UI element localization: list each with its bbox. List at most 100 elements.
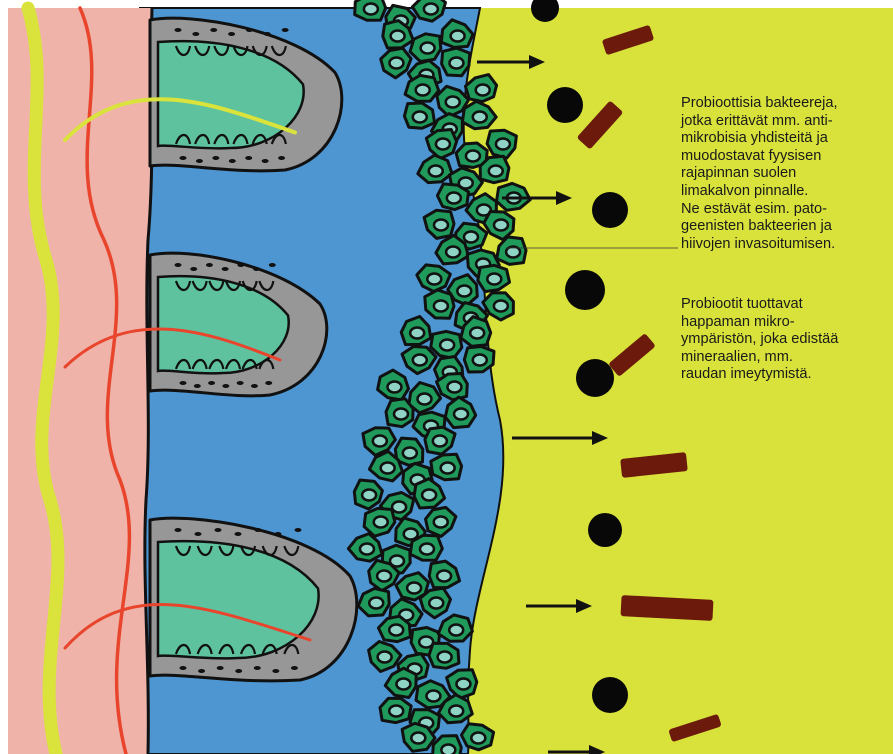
goblet-cell-speck bbox=[282, 28, 289, 32]
cell-nucleus bbox=[454, 409, 468, 420]
cell-nucleus bbox=[433, 436, 447, 447]
cell-nucleus bbox=[446, 97, 460, 108]
cell-nucleus bbox=[362, 490, 376, 501]
pathogen-cell-icon bbox=[565, 270, 605, 310]
caption-acidic-environment: Probiootit tuottavat happaman mikro- ymp… bbox=[681, 296, 891, 384]
goblet-cell-speck bbox=[245, 156, 252, 160]
cell-nucleus bbox=[394, 409, 408, 420]
cell-nucleus bbox=[473, 355, 487, 366]
pathogen-cell-icon bbox=[588, 513, 622, 547]
pathogen-cell-icon bbox=[547, 87, 583, 123]
goblet-cell-speck bbox=[208, 381, 215, 385]
cell-nucleus bbox=[457, 286, 471, 297]
epithelial-cell bbox=[358, 588, 389, 616]
epithelial-cell bbox=[442, 48, 470, 76]
epithelial-cell bbox=[461, 724, 493, 750]
cell-nucleus bbox=[360, 544, 374, 555]
goblet-cell-speck bbox=[198, 669, 205, 673]
epithelial-cell bbox=[425, 290, 454, 318]
pathogen-cell-icon bbox=[592, 192, 628, 228]
cell-nucleus bbox=[389, 625, 403, 636]
cell-nucleus bbox=[396, 679, 410, 690]
goblet-cell-speck bbox=[196, 159, 203, 163]
cell-nucleus bbox=[447, 193, 461, 204]
cell-nucleus bbox=[464, 232, 478, 243]
epithelial-cell bbox=[431, 454, 462, 479]
goblet-cell-speck bbox=[235, 532, 242, 536]
goblet-cell-speck bbox=[180, 381, 187, 385]
cell-nucleus bbox=[369, 598, 383, 609]
cell-nucleus bbox=[387, 382, 401, 393]
epithelial-cell bbox=[437, 184, 468, 210]
cell-nucleus bbox=[403, 448, 417, 459]
goblet-cell-speck bbox=[255, 528, 262, 532]
caption-probiotic-barrier: Probioottisia bakteereja, jotka erittävä… bbox=[681, 95, 891, 253]
cell-nucleus bbox=[449, 625, 463, 636]
cell-nucleus bbox=[449, 58, 463, 69]
goblet-cell-speck bbox=[254, 666, 261, 670]
cell-nucleus bbox=[447, 382, 461, 393]
goblet-cell-speck bbox=[237, 381, 244, 385]
cell-nucleus bbox=[494, 220, 508, 231]
goblet-cell-speck bbox=[228, 32, 235, 36]
cell-nucleus bbox=[496, 139, 510, 150]
cell-nucleus bbox=[449, 706, 463, 717]
epithelial-cell bbox=[410, 34, 441, 62]
cell-nucleus bbox=[489, 166, 503, 177]
cell-nucleus bbox=[378, 652, 392, 663]
cell-nucleus bbox=[494, 301, 508, 312]
cell-nucleus bbox=[441, 463, 455, 474]
goblet-cell-speck bbox=[237, 263, 244, 267]
goblet-cell-speck bbox=[180, 666, 187, 670]
epithelial-cell bbox=[464, 347, 494, 373]
pathogen-cell-icon bbox=[592, 677, 628, 713]
goblet-cell-speck bbox=[175, 528, 182, 532]
cell-nucleus bbox=[422, 490, 436, 501]
epithelial-cell bbox=[355, 0, 386, 20]
cell-nucleus bbox=[446, 247, 460, 258]
cell-nucleus bbox=[413, 112, 427, 123]
cell-nucleus bbox=[473, 112, 487, 123]
cell-nucleus bbox=[434, 220, 448, 231]
cell-nucleus bbox=[410, 328, 424, 339]
cell-nucleus bbox=[377, 571, 391, 582]
cell-nucleus bbox=[466, 151, 480, 162]
cell-nucleus bbox=[441, 745, 455, 754]
cell-nucleus bbox=[374, 517, 388, 528]
cell-nucleus bbox=[470, 328, 484, 339]
goblet-cell-speck bbox=[291, 666, 298, 670]
cell-nucleus bbox=[421, 43, 435, 54]
cell-nucleus bbox=[436, 139, 450, 150]
epithelial-cell bbox=[410, 535, 442, 560]
cell-nucleus bbox=[438, 652, 452, 663]
goblet-cell-speck bbox=[217, 666, 224, 670]
cell-nucleus bbox=[373, 436, 387, 447]
cell-nucleus bbox=[456, 679, 470, 690]
cell-nucleus bbox=[434, 301, 448, 312]
cell-nucleus bbox=[487, 274, 501, 285]
goblet-cell-speck bbox=[278, 156, 285, 160]
cell-nucleus bbox=[437, 571, 451, 582]
cell-nucleus bbox=[451, 31, 465, 42]
goblet-cell-speck bbox=[262, 159, 269, 163]
goblet-cell-speck bbox=[222, 267, 229, 271]
epithelial-cell bbox=[386, 399, 413, 427]
goblet-cell-speck bbox=[215, 528, 222, 532]
cell-nucleus bbox=[391, 31, 405, 42]
cell-nucleus bbox=[471, 733, 485, 744]
goblet-cell-speck bbox=[210, 28, 217, 32]
goblet-cell-speck bbox=[264, 32, 271, 36]
cell-nucleus bbox=[389, 706, 403, 717]
goblet-cell-speck bbox=[272, 669, 279, 673]
cell-nucleus bbox=[429, 598, 443, 609]
goblet-cell-speck bbox=[192, 32, 199, 36]
goblet-cell-speck bbox=[175, 263, 182, 267]
goblet-cell-speck bbox=[251, 384, 258, 388]
goblet-cell-speck bbox=[180, 156, 187, 160]
cell-nucleus bbox=[476, 85, 490, 96]
cell-nucleus bbox=[420, 544, 434, 555]
goblet-cell-speck bbox=[235, 669, 242, 673]
goblet-cell-speck bbox=[275, 532, 282, 536]
epithelial-cell bbox=[429, 643, 459, 668]
